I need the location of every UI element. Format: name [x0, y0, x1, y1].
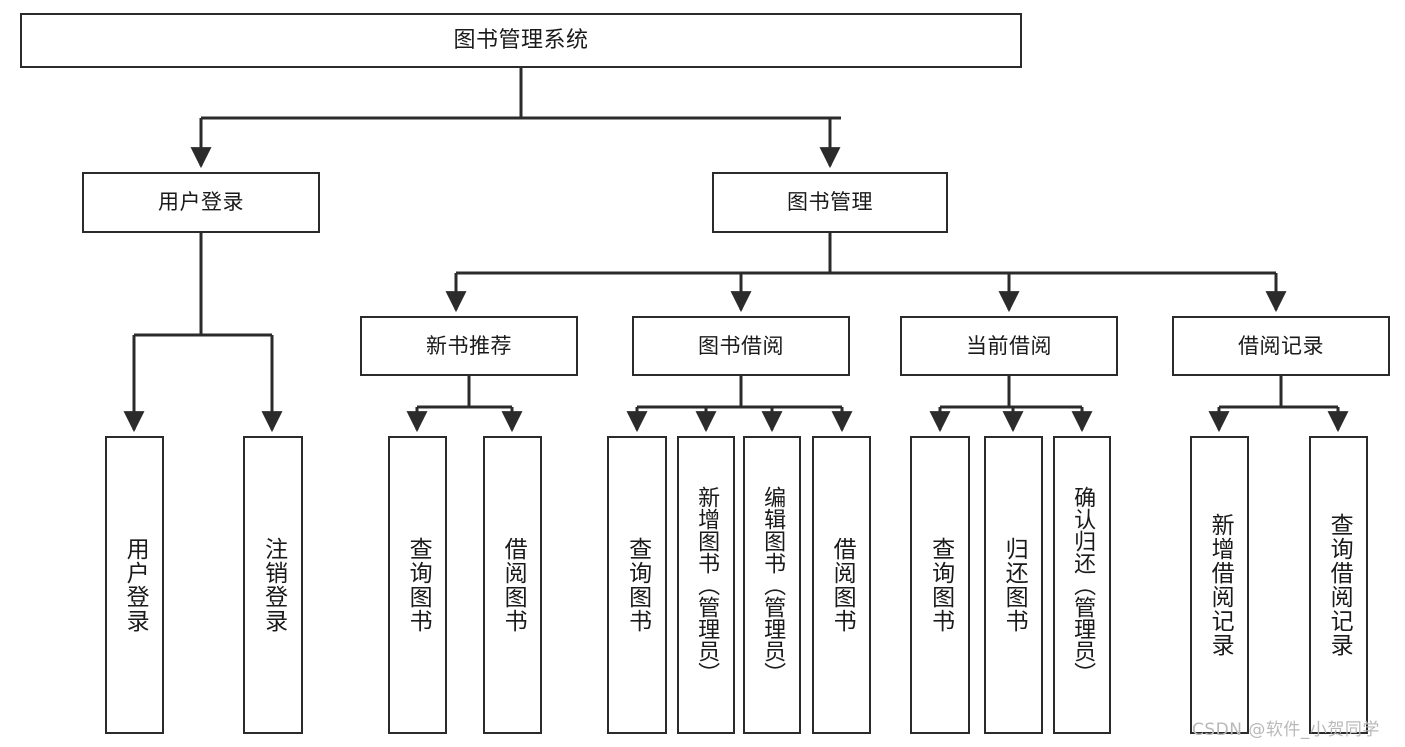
node-leaf-add-book-label: 新增图书（管理员） — [694, 486, 720, 684]
node-book-borrow-label: 图书借阅 — [698, 333, 784, 358]
node-leaf-query-record-label: 查询借阅记录 — [1326, 513, 1353, 657]
node-leaf-confirm-return-label: 确认归还（管理员） — [1070, 486, 1096, 684]
node-leaf-query-book-2-label: 查询图书 — [624, 537, 651, 633]
node-user-login[interactable]: 用户登录 — [82, 172, 320, 233]
node-book-borrow[interactable]: 图书借阅 — [632, 316, 850, 376]
node-leaf-query-book-3-label: 查询图书 — [927, 537, 954, 633]
node-current-borrow-label: 当前借阅 — [966, 333, 1052, 358]
node-leaf-query-record[interactable]: 查询借阅记录 — [1309, 436, 1368, 734]
node-leaf-query-book-3[interactable]: 查询图书 — [910, 436, 970, 734]
node-book-manage-label: 图书管理 — [787, 190, 873, 215]
node-leaf-borrow-book-2[interactable]: 借阅图书 — [812, 436, 871, 734]
node-user-login-label: 用户登录 — [158, 190, 244, 215]
node-leaf-user-login-label: 用户登录 — [122, 537, 149, 633]
node-borrow-record-label: 借阅记录 — [1238, 333, 1324, 358]
node-new-book-rec-label: 新书推荐 — [426, 333, 512, 358]
node-book-manage[interactable]: 图书管理 — [712, 172, 948, 233]
node-root[interactable]: 图书管理系统 — [20, 13, 1022, 68]
node-current-borrow[interactable]: 当前借阅 — [900, 316, 1118, 376]
node-leaf-logout-label: 注销登录 — [260, 537, 287, 633]
node-leaf-edit-book[interactable]: 编辑图书（管理员） — [743, 436, 801, 734]
node-leaf-return-book[interactable]: 归还图书 — [984, 436, 1043, 734]
node-leaf-user-login[interactable]: 用户登录 — [105, 436, 164, 734]
node-leaf-borrow-book-1-label: 借阅图书 — [500, 537, 527, 633]
node-leaf-return-book-label: 归还图书 — [1001, 537, 1028, 633]
node-leaf-query-book-1-label: 查询图书 — [405, 537, 432, 633]
node-leaf-add-record-label: 新增借阅记录 — [1207, 513, 1234, 657]
node-leaf-borrow-book-1[interactable]: 借阅图书 — [483, 436, 542, 734]
node-new-book-rec[interactable]: 新书推荐 — [360, 316, 578, 376]
node-leaf-logout[interactable]: 注销登录 — [243, 436, 303, 734]
node-leaf-query-book-2[interactable]: 查询图书 — [607, 436, 667, 734]
node-borrow-record[interactable]: 借阅记录 — [1172, 316, 1390, 376]
node-leaf-confirm-return[interactable]: 确认归还（管理员） — [1053, 436, 1111, 734]
node-leaf-add-book[interactable]: 新增图书（管理员） — [677, 436, 735, 734]
node-leaf-add-record[interactable]: 新增借阅记录 — [1190, 436, 1249, 734]
node-root-label: 图书管理系统 — [453, 27, 589, 53]
node-leaf-borrow-book-2-label: 借阅图书 — [829, 537, 856, 633]
node-leaf-query-book-1[interactable]: 查询图书 — [388, 436, 447, 734]
node-leaf-edit-book-label: 编辑图书（管理员） — [760, 486, 786, 684]
